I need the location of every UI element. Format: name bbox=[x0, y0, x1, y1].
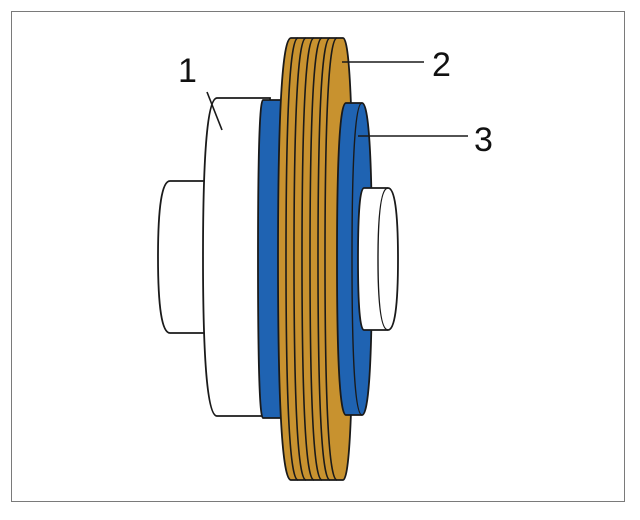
left-shaft-stub bbox=[157, 180, 211, 334]
leader-line-1 bbox=[206, 91, 223, 131]
callout-label-3: 3 bbox=[474, 121, 493, 159]
part-3-blue-ring bbox=[336, 102, 373, 416]
callout-label-2: 2 bbox=[432, 46, 451, 84]
figure-frame bbox=[11, 11, 625, 502]
leader-lines bbox=[206, 61, 468, 137]
right-shaft-stub bbox=[357, 187, 399, 331]
callout-label-1: 1 bbox=[178, 52, 197, 90]
part-1-white-hub bbox=[202, 97, 271, 417]
